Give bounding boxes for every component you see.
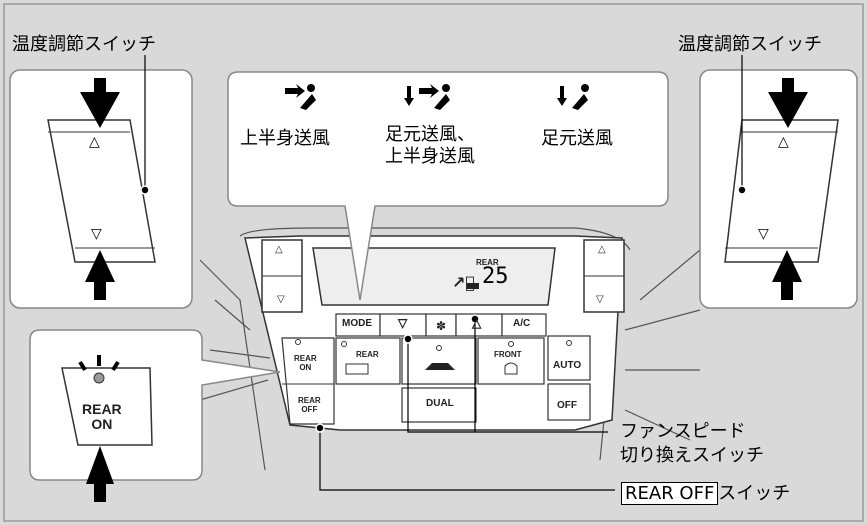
rear-defroster-icon (345, 363, 369, 375)
mode-label-upper: 上半身送風 (240, 128, 330, 149)
press-up-arrow-icon (86, 446, 114, 484)
leader-lines (144, 55, 743, 491)
zoom-left-up-mark: △ (89, 134, 100, 150)
ac-button[interactable]: A/C (513, 318, 531, 329)
dual-button[interactable]: DUAL (426, 398, 454, 409)
temp-switch-left-label: 温度調節スイッチ (12, 34, 156, 55)
feet-upper-airflow-icon (404, 84, 450, 110)
display-rear-text: REAR (476, 258, 499, 267)
auto-button[interactable]: AUTO (553, 360, 582, 371)
zoom-rear-on-label: REAR ON (82, 401, 122, 432)
display-temperature: 25 (482, 264, 509, 289)
left-temp-up-button[interactable]: △ (275, 244, 283, 255)
fan-speed-switch-label: ファンスピード 切り換えスイッチ (620, 420, 764, 468)
rear-off-key: REAR OFF (621, 482, 719, 505)
press-down-arrow-icon (768, 92, 808, 128)
press-down-arrow-icon (80, 92, 120, 128)
mode-callout-box (227, 71, 669, 301)
recirculation-icon (425, 363, 455, 370)
fan-up-button[interactable]: △ (472, 316, 482, 330)
fan-speed-line2: 切り換えスイッチ (620, 445, 764, 466)
off-button[interactable]: OFF (557, 400, 577, 411)
right-temp-up-button[interactable]: △ (598, 244, 606, 255)
fan-icon: ✽ (436, 319, 446, 333)
left-temp-down-button[interactable]: ▽ (277, 294, 285, 305)
rear-defrost-button[interactable]: REAR (356, 350, 379, 359)
feet-airflow-icon (557, 84, 589, 110)
rear-on-button[interactable]: REAR ON (294, 354, 317, 372)
press-up-arrow-icon (772, 250, 802, 282)
right-temp-down-button[interactable]: ▽ (596, 294, 604, 305)
mode-label-feet-upper: 足元送風、 上半身送風 (385, 124, 475, 167)
control-panel: ✽ ↗ﾞ (244, 235, 625, 431)
zoom-right-down-mark: ▽ (758, 226, 769, 242)
press-up-arrow-icon (85, 250, 115, 282)
right-temp-zoom-box (699, 69, 858, 309)
front-defrost-button[interactable]: FRONT (494, 350, 522, 359)
mode-button[interactable]: MODE (342, 318, 372, 329)
rear-off-button[interactable]: REAR OFF (298, 396, 321, 414)
leader-dots (140, 185, 747, 433)
zoom-right-up-mark: △ (778, 134, 789, 150)
fan-down-button[interactable]: ▽ (398, 316, 408, 330)
zoom-left-down-mark: ▽ (91, 226, 102, 242)
front-defroster-icon (504, 362, 518, 375)
temp-switch-right-label: 温度調節スイッチ (678, 34, 822, 55)
left-temp-zoom-box (9, 69, 193, 309)
upper-body-airflow-icon (285, 84, 316, 110)
indicator-light-icon (93, 372, 105, 384)
display-airflow-icon: ↗ﾞ (452, 273, 475, 292)
mode-label-feet: 足元送風 (541, 128, 613, 149)
rear-on-zoom-box (29, 329, 281, 502)
rear-off-suffix: スイッチ (718, 483, 791, 504)
fan-speed-line1: ファンスピード (620, 421, 746, 442)
mode-icons (285, 84, 589, 110)
